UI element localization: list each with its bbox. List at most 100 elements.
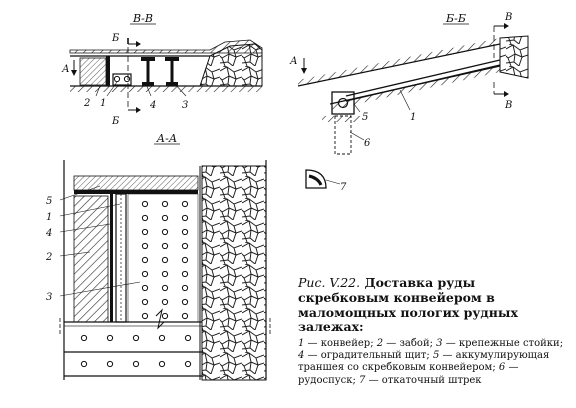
legend-number: 7 <box>359 374 366 386</box>
drift-prop-circle <box>158 334 166 342</box>
callout-2-vv: 2 <box>83 98 90 109</box>
figure-caption: Рис. V.22. Доставка руды скребковым конв… <box>298 275 570 387</box>
prop-circle <box>181 214 189 222</box>
slope-roof-hatch <box>298 38 500 86</box>
callout-4-vv: 4 <box>149 100 156 111</box>
callout-5-aa: 5 <box>46 196 52 207</box>
prop-circle <box>181 242 189 250</box>
legend-number: 4 <box>298 350 305 362</box>
legend-text: — аккумулирующая траншея со скребковым к… <box>298 350 550 374</box>
prop-circle <box>161 200 169 208</box>
callout-6-bb: 6 <box>364 138 371 149</box>
plan-rock <box>201 165 267 381</box>
section-bb: Б-Б В В А 5 <box>289 12 529 193</box>
legend-text: — оградительный щит; <box>304 350 433 362</box>
prop-circle <box>141 298 149 306</box>
prop-circle <box>141 228 149 236</box>
slope-conveyor-bottom <box>345 64 501 102</box>
drift-prop-circle <box>80 334 88 342</box>
face-block <box>79 57 107 86</box>
prop-circle <box>141 200 149 208</box>
prop-circle <box>161 228 169 236</box>
marker-b-bottom: Б <box>111 116 120 127</box>
plan-top-band <box>73 175 199 191</box>
legend-number: 3 <box>436 338 443 349</box>
prop-circle <box>141 270 149 278</box>
roof-hatch <box>69 39 263 54</box>
section-aa-label: А-А <box>156 132 177 145</box>
slope-floor-hatch <box>330 66 500 110</box>
marker-b-top: Б <box>111 33 120 44</box>
prop-circle <box>181 312 189 320</box>
prop-1 <box>141 57 155 86</box>
legend-text: — рудоспуск; <box>298 362 519 386</box>
ore-pass <box>334 115 352 155</box>
drift-prop-circle <box>158 360 166 368</box>
callout-3-aa: 3 <box>46 292 52 303</box>
prop-2 <box>165 57 179 86</box>
prop-circle <box>141 242 149 250</box>
caption-title-text: Доставка руды скребковым конвейером в ма… <box>298 275 518 335</box>
floor-hatch <box>70 86 262 92</box>
callout-7-bb: 7 <box>340 182 347 193</box>
caption-fig-number: Рис. V.22. <box>298 275 361 290</box>
shield <box>106 56 110 86</box>
rock-pile <box>199 43 263 87</box>
prop-circle <box>161 298 169 306</box>
legend-number: 2 <box>376 338 384 349</box>
legend-text: — забой; <box>383 338 437 349</box>
section-vv: В-В Б <box>61 12 263 127</box>
marker-a-vv: А <box>61 64 70 75</box>
prop-circle <box>181 270 189 278</box>
prop-circle <box>141 256 149 264</box>
prop-circle <box>161 256 169 264</box>
marker-v-top: В <box>504 12 512 23</box>
slope-rock <box>499 35 529 79</box>
plan-props <box>141 200 189 320</box>
drift-prop-circle <box>80 360 88 368</box>
prop-circle <box>141 312 149 320</box>
prop-circle <box>141 214 149 222</box>
prop-circle <box>161 242 169 250</box>
prop-circle <box>181 200 189 208</box>
legend-text: — откаточный штрек <box>365 374 482 386</box>
drift-prop-circle <box>106 360 114 368</box>
section-vv-label: В-В <box>132 12 153 25</box>
prop-circle <box>161 312 169 320</box>
trench <box>331 91 355 115</box>
marker-a-bb: А <box>289 56 298 67</box>
callout-1-aa: 1 <box>46 212 52 223</box>
drift-prop-circle <box>132 334 140 342</box>
drift-prop-circle <box>184 334 192 342</box>
marker-v-bottom: В <box>504 100 512 111</box>
prop-circle <box>161 284 169 292</box>
legend-number: 1 <box>298 338 305 349</box>
callout-4-aa: 4 <box>45 228 52 239</box>
callout-1-bb: 1 <box>410 112 416 123</box>
prop-circle <box>181 284 189 292</box>
section-bb-label: Б-Б <box>445 12 466 25</box>
drift-prop-circle <box>184 360 192 368</box>
callout-3-vv: 3 <box>182 100 188 111</box>
callout-2-aa: 2 <box>45 252 52 263</box>
prop-circle <box>141 284 149 292</box>
legend-number: 5 <box>432 350 440 362</box>
prop-circle <box>161 270 169 278</box>
prop-circle <box>181 228 189 236</box>
legend-text: — крепежные стойки; <box>442 338 564 349</box>
callout-5-bb: 5 <box>362 112 368 123</box>
caption-title: Рис. V.22. Доставка руды скребковым конв… <box>298 275 570 335</box>
plan-face <box>73 195 109 323</box>
prop-circle <box>181 256 189 264</box>
section-aa: А-А 5 1 4 2 <box>45 132 271 381</box>
prop-circle <box>181 298 189 306</box>
conveyor <box>112 73 132 86</box>
legend-number: 6 <box>498 362 506 374</box>
drift-prop-circle <box>106 334 114 342</box>
legend-text: — конвейер; <box>304 338 377 349</box>
prop-circle <box>161 214 169 222</box>
plan-shield <box>110 194 113 322</box>
slope-conveyor-top <box>345 59 501 97</box>
caption-legend: 1 — конвейер; 2 — забой; 3 — крепежные с… <box>298 338 570 387</box>
